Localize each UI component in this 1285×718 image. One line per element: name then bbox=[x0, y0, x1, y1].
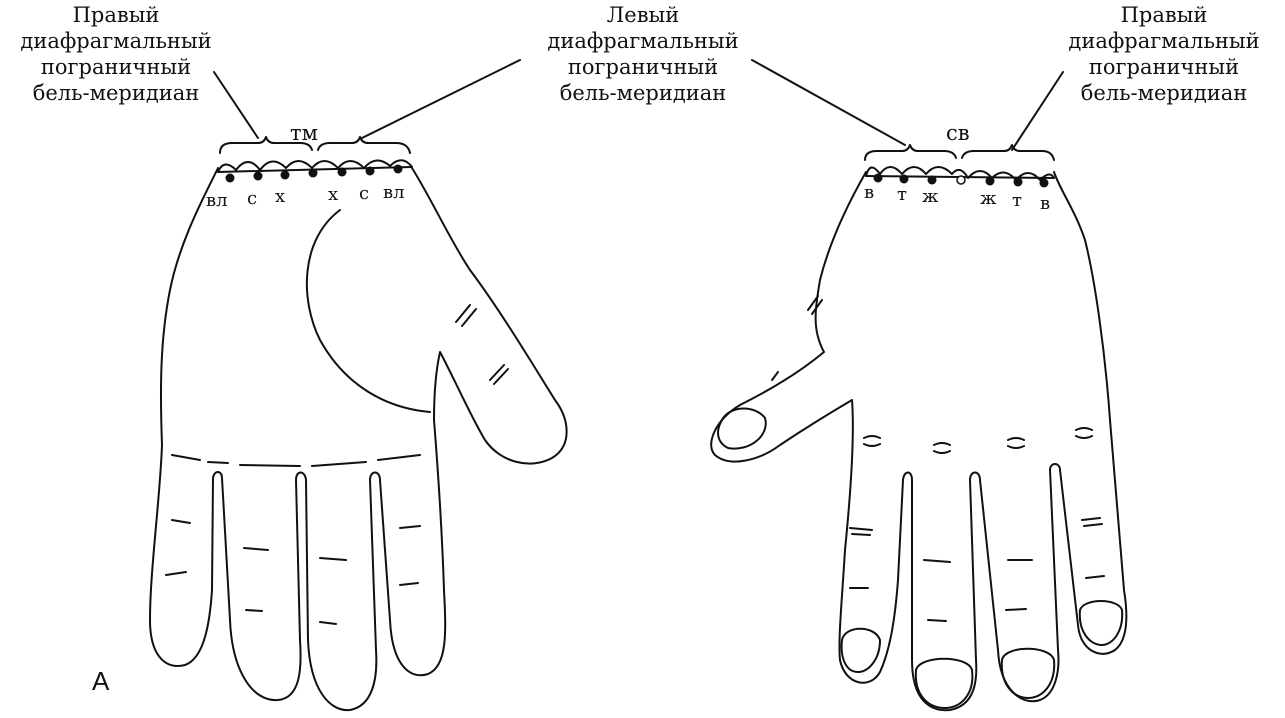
group-label-right: св bbox=[946, 121, 970, 145]
point-label: т bbox=[1012, 190, 1022, 211]
brace-right-2 bbox=[961, 144, 1055, 161]
point-right-2 bbox=[899, 174, 909, 184]
point-right-4 bbox=[985, 176, 995, 186]
caption-line: диафрагмальный bbox=[1068, 29, 1260, 53]
point-label: вл bbox=[383, 182, 405, 203]
point-left-6 bbox=[365, 166, 375, 176]
point-left-7 bbox=[393, 164, 403, 174]
right-hand-outline bbox=[710, 171, 1128, 712]
right-knuckle-marks bbox=[863, 427, 1093, 454]
thumb-nail bbox=[717, 407, 767, 450]
right-finger-creases bbox=[771, 295, 1105, 622]
caption-line: пограничный bbox=[40, 55, 192, 79]
point-label: ж bbox=[922, 186, 939, 207]
caption-line: пограничный bbox=[1088, 55, 1240, 79]
caption-line: Левый bbox=[606, 3, 680, 27]
nail-middle bbox=[914, 657, 974, 709]
brace-left-2 bbox=[317, 136, 411, 154]
leader-line-middle-to-right bbox=[751, 59, 906, 146]
point-label: т bbox=[897, 184, 907, 205]
left-hand-outline bbox=[149, 167, 568, 712]
point-label: вл bbox=[206, 190, 228, 211]
point-left-1 bbox=[225, 173, 235, 183]
caption-line: бель-меридиан bbox=[1080, 81, 1248, 105]
leader-line-right bbox=[1011, 71, 1064, 151]
nail-ring bbox=[1000, 647, 1056, 699]
left-palm-crease bbox=[171, 454, 421, 467]
panel-label: А bbox=[92, 666, 110, 696]
point-label: х bbox=[328, 184, 338, 205]
brace-right-1 bbox=[864, 144, 957, 161]
point-left-5 bbox=[337, 167, 347, 177]
caption-line: бель-меридиан bbox=[559, 81, 727, 105]
nail-index bbox=[840, 627, 881, 673]
point-right-3 bbox=[927, 175, 937, 185]
point-right-6 bbox=[1039, 178, 1049, 188]
point-label: с bbox=[359, 183, 369, 204]
point-label: ж bbox=[980, 188, 997, 209]
caption-line: пограничный bbox=[567, 55, 719, 79]
leader-line-middle bbox=[361, 59, 521, 139]
left-wrist-arcs bbox=[217, 159, 413, 173]
leader-line-left bbox=[213, 71, 259, 139]
caption-line: диафрагмальный bbox=[20, 29, 212, 53]
point-label: в bbox=[864, 182, 874, 203]
caption-right-right-diaphragm-meridian: Правый диафрагмальный пограничный бель-м… bbox=[1045, 2, 1283, 106]
left-finger-creases bbox=[165, 304, 509, 625]
caption-line: Правый bbox=[1120, 3, 1208, 27]
point-right-1 bbox=[873, 173, 883, 183]
point-right-5 bbox=[1013, 177, 1023, 187]
point-label: х bbox=[275, 186, 285, 207]
caption-line: Правый bbox=[72, 3, 160, 27]
point-left-4 bbox=[308, 168, 318, 178]
group-label-left: тм bbox=[290, 121, 318, 145]
caption-middle-left-diaphragm-meridian: Левый диафрагмальный пограничный бель-ме… bbox=[520, 2, 766, 106]
point-label: в bbox=[1040, 193, 1050, 214]
acupoints bbox=[225, 164, 1049, 188]
brace-left-1 bbox=[219, 136, 313, 154]
point-right-center-open bbox=[956, 175, 966, 185]
right-wrist-arcs bbox=[865, 166, 1055, 181]
point-label: с bbox=[247, 188, 257, 209]
nail-little bbox=[1078, 600, 1124, 646]
caption-line: бель-меридиан bbox=[32, 81, 200, 105]
point-left-3 bbox=[280, 170, 290, 180]
caption-line: диафрагмальный bbox=[547, 29, 739, 53]
left-thumb-mound bbox=[305, 209, 431, 413]
caption-left-right-diaphragm-meridian: Правый диафрагмальный пограничный бель-м… bbox=[0, 2, 232, 106]
point-left-2 bbox=[253, 171, 263, 181]
